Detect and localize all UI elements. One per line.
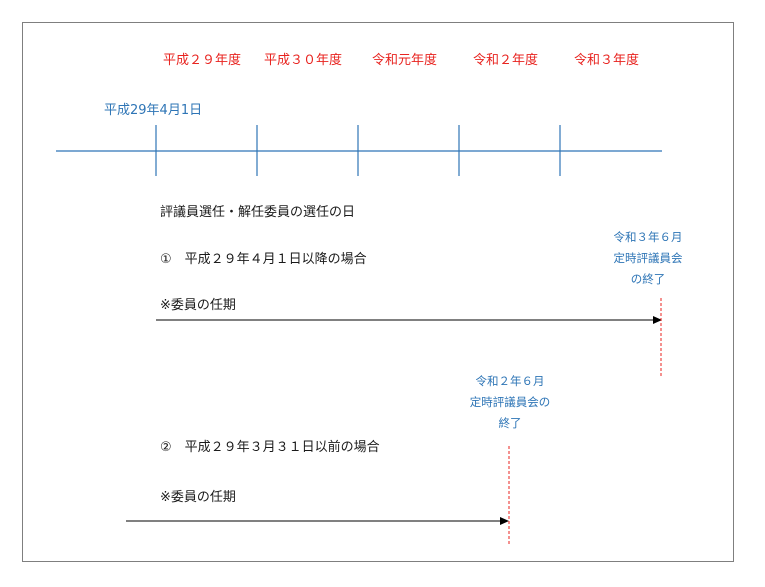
- section-title: 評議員選任・解任委員の選任の日: [160, 205, 356, 220]
- start-date-label: 平成29年4月1日: [104, 103, 203, 118]
- fiscal-year-label: 平成２９年度: [163, 53, 242, 68]
- case2-end-note: 令和２年６月 定時評議員会の 終了: [460, 371, 560, 434]
- case2-heading: ② 平成２９年３月３１日以前の場合: [160, 440, 380, 455]
- case1-end-note-line: の終了: [630, 272, 666, 286]
- fiscal-year-label: 令和３年度: [574, 53, 640, 68]
- case2-end-note-line: 令和２年６月: [475, 374, 545, 388]
- case2-end-note-line: 終了: [498, 416, 522, 430]
- case1-end-note-line: 令和３年６月: [613, 230, 683, 244]
- diagram-frame: [22, 22, 734, 562]
- case1-arrowhead: [653, 316, 662, 324]
- fiscal-year-label: 令和元年度: [372, 53, 438, 68]
- fiscal-year-label: 令和２年度: [473, 53, 539, 68]
- case1-heading: ① 平成２９年４月１日以降の場合: [160, 252, 367, 267]
- case2-term-label: ※委員の任期: [160, 490, 236, 505]
- case2-end-note-line: 定時評議員会の: [469, 395, 551, 409]
- case1-term-label: ※委員の任期: [160, 298, 236, 313]
- case1-end-note-line: 定時評議員会: [613, 251, 683, 265]
- case2-arrowhead: [500, 517, 509, 525]
- case1-end-note: 令和３年６月 定時評議員会 の終了: [598, 227, 698, 290]
- fiscal-year-label: 平成３０年度: [264, 53, 343, 68]
